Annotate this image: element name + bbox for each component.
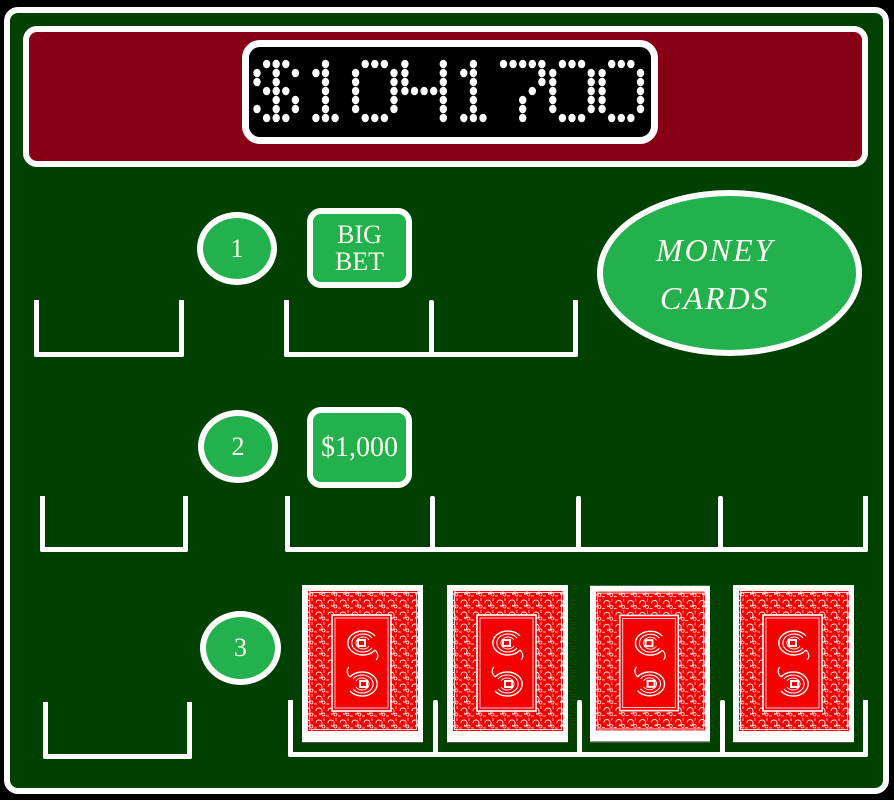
row-3-slot-divider	[433, 700, 438, 755]
row-2-badge: 2	[198, 410, 278, 483]
row-2-discard-tray[interactable]	[40, 496, 188, 552]
dot-matrix-digits	[253, 59, 645, 123]
card-back-icon	[733, 585, 854, 743]
bet-amount-button[interactable]: $1,000	[307, 407, 412, 488]
bet-label-line-2: BET	[334, 247, 385, 276]
row-2-slot-divider	[718, 496, 723, 550]
row-number: 3	[234, 633, 247, 662]
bet-label-line-1: BIG	[337, 220, 382, 249]
row-1-slot-divider	[429, 300, 434, 355]
row-3-slot-divider	[720, 700, 725, 755]
row-3-slot-divider	[577, 700, 582, 755]
row-1-badge: 1	[197, 212, 277, 285]
card-slot-2[interactable]	[447, 585, 568, 743]
row-3-badge: 3	[200, 611, 281, 685]
money-cards-logo: MONEY CARDS	[597, 190, 862, 356]
card-slot-3[interactable]	[590, 585, 710, 743]
big-bet-button[interactable]: BIG BET	[307, 208, 412, 288]
row-2-slot-divider	[430, 496, 435, 550]
card-back-icon	[590, 585, 710, 743]
bet-amount-label: $1,000	[321, 431, 398, 463]
card-back-icon	[447, 585, 568, 743]
row-number: 1	[230, 233, 244, 263]
row-number: 2	[231, 431, 245, 461]
row-2-slot-divider	[576, 496, 581, 550]
bankroll-value: $1041700	[249, 47, 250, 48]
row-1-discard-tray[interactable]	[34, 300, 184, 357]
logo-line-1: MONEY	[656, 232, 775, 268]
card-slot-4[interactable]	[733, 585, 854, 743]
row-3-discard-tray[interactable]	[43, 702, 192, 759]
card-back-icon	[302, 585, 423, 743]
logo-line-2: CARDS	[660, 280, 770, 316]
card-slot-1[interactable]	[302, 585, 423, 743]
